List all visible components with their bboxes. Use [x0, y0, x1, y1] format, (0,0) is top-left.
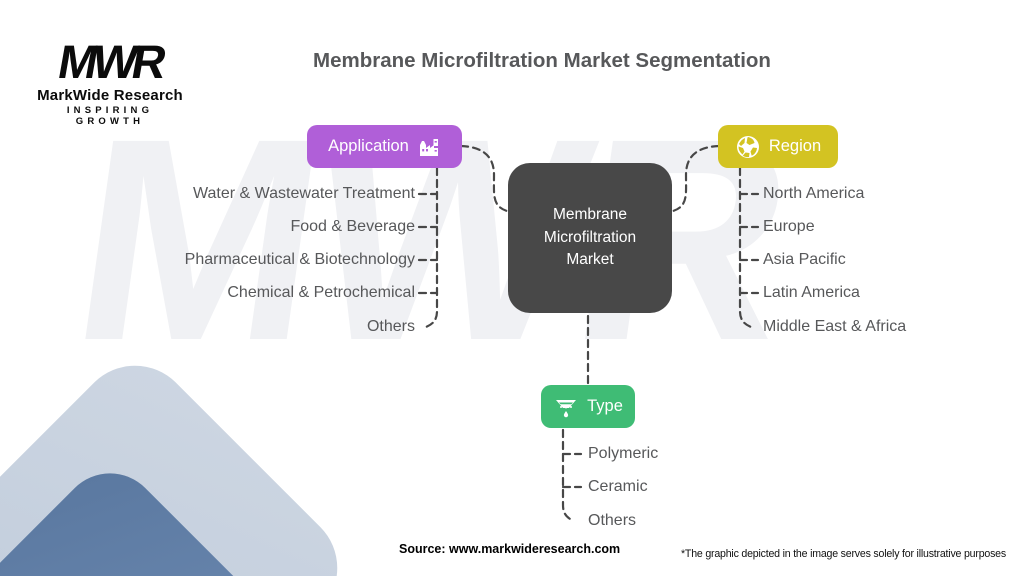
connector-region-spine: [738, 166, 753, 329]
badge-type[interactable]: Type: [541, 385, 635, 428]
factory-icon: [417, 135, 441, 159]
logo-company-name: MarkWide Research: [37, 86, 183, 104]
logo-monogram: MWR: [54, 35, 167, 88]
source-link[interactable]: Source: www.markwideresearch.com: [399, 542, 621, 556]
central-node-label: Membrane Microfiltration Market: [543, 206, 637, 269]
globe-icon: [735, 134, 761, 160]
region-item-latin-america[interactable]: Latin America: [763, 284, 860, 301]
badge-region[interactable]: Region: [718, 125, 838, 168]
type-item-ceramic[interactable]: Ceramic: [588, 478, 648, 495]
funnel-icon: [553, 394, 579, 420]
application-item-water-wastewater-treatment[interactable]: Water & Wastewater Treatment: [193, 185, 415, 202]
region-item-europe[interactable]: Europe: [763, 218, 815, 235]
logo: MWR MarkWide Research INSPIRING GROWTH: [30, 35, 190, 127]
page-title: Membrane Microfiltration Market Segmenta…: [313, 49, 771, 72]
connector-application-center: [459, 144, 509, 213]
type-item-others[interactable]: Others: [588, 512, 637, 529]
badge-application[interactable]: Application: [307, 125, 462, 168]
region-item-middle-east-africa[interactable]: Middle East & Africa: [763, 318, 907, 335]
application-item-food-beverage[interactable]: Food & Beverage: [290, 218, 415, 235]
badge-type-label: Type: [587, 397, 623, 415]
region-item-north-america[interactable]: North America: [763, 185, 865, 202]
badge-application-label: Application: [328, 137, 409, 155]
connector-type-spine: [561, 428, 576, 523]
connector-application-spine: [424, 166, 439, 329]
badge-region-label: Region: [768, 137, 822, 155]
type-item-polymeric[interactable]: Polymeric: [588, 445, 659, 462]
central-node[interactable]: Membrane Microfiltration Market: [508, 163, 672, 313]
application-item-others[interactable]: Others: [366, 318, 415, 335]
application-item-pharmaceutical-biotechnology[interactable]: Pharmaceutical & Biotechnology: [184, 251, 415, 268]
disclaimer-note: *The graphic depicted in the image serve…: [681, 548, 1006, 560]
connector-region-center: [671, 144, 721, 213]
logo-tagline: INSPIRING GROWTH: [66, 104, 154, 127]
application-item-chemical-petrochemical[interactable]: Chemical & Petrochemical: [227, 284, 415, 301]
region-item-asia-pacific[interactable]: Asia Pacific: [763, 251, 846, 268]
